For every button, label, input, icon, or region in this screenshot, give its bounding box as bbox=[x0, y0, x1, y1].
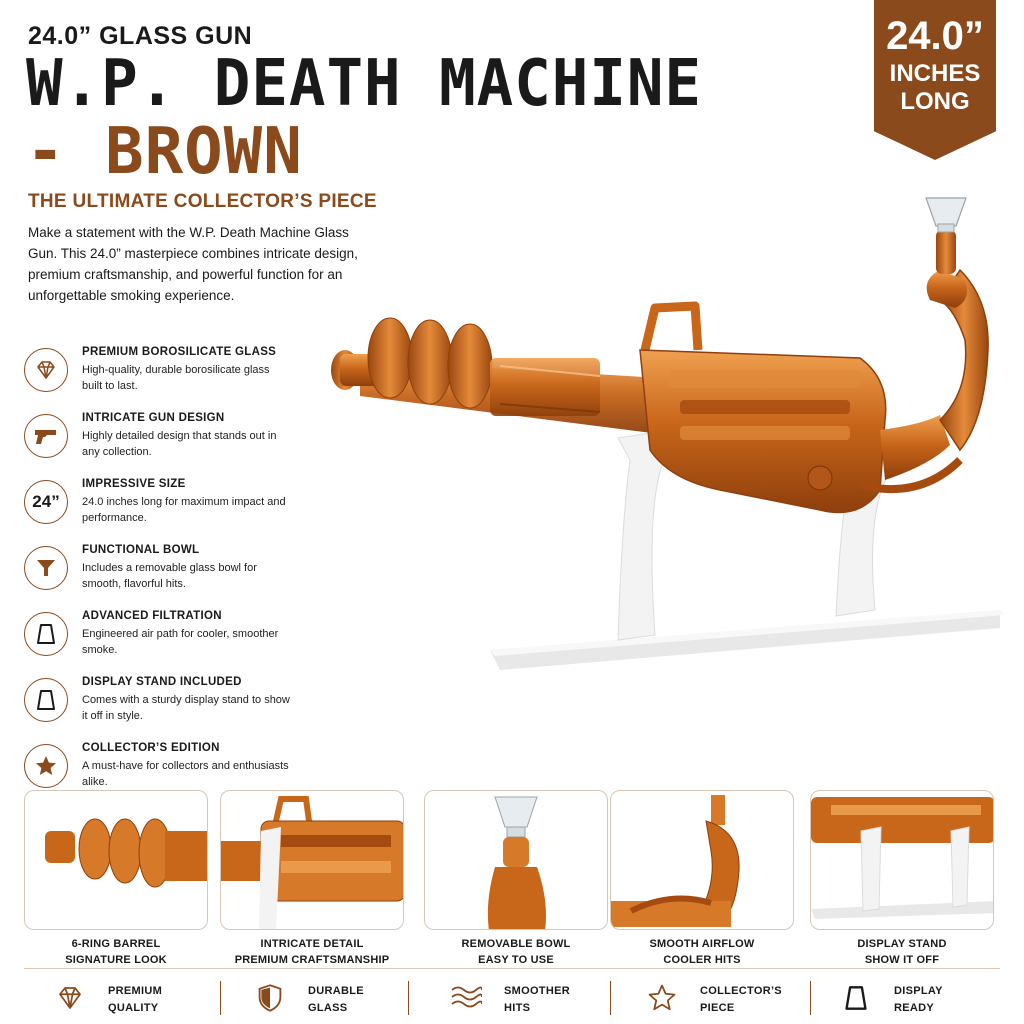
divider bbox=[810, 981, 811, 1015]
stand-icon bbox=[24, 678, 68, 722]
diamond-icon bbox=[24, 348, 68, 392]
thumbnail-caption: 6-RING BARREL bbox=[71, 938, 161, 950]
diamond-icon bbox=[54, 983, 86, 1015]
star-icon bbox=[24, 744, 68, 788]
thumbnail-subcaption: SHOW IT OFF bbox=[864, 954, 940, 966]
feature-title: INTRICATE GUN DESIGN bbox=[82, 412, 225, 424]
feature-title: FUNCTIONAL BOWL bbox=[82, 544, 200, 556]
thumbnail-gallery: 6-RING BARREL SIGNATURE LOOK INTRICATE DE… bbox=[24, 790, 1000, 968]
badge-size: 24.0” bbox=[886, 14, 984, 58]
hero-product-image bbox=[331, 197, 1005, 670]
thumbnail[interactable]: 6-RING BARREL SIGNATURE LOOK bbox=[24, 790, 208, 968]
feature-desc: Includes a removable glass bowl for smoo… bbox=[82, 562, 257, 590]
feature-desc: Highly detailed design that stands out i… bbox=[82, 430, 277, 458]
tagline: THE ULTIMATE COLLECTOR’S PIECE bbox=[28, 191, 377, 212]
thumbnail-image bbox=[220, 790, 404, 930]
stand-pillar bbox=[617, 429, 671, 641]
benefit-line1: DISPLAY bbox=[894, 985, 943, 997]
divider bbox=[220, 981, 221, 1015]
thumbnail-caption: INTRICATE DETAIL bbox=[260, 938, 364, 950]
gun-icon bbox=[24, 414, 68, 458]
benefit-item: DISPLAY READY bbox=[810, 979, 1000, 1019]
benefit-line2: GLASS bbox=[308, 1002, 348, 1014]
size-icon: 24” bbox=[24, 480, 68, 524]
feature-desc: A must-have for collectors and enthusias… bbox=[82, 760, 289, 788]
funnel-icon bbox=[24, 546, 68, 590]
thumbnail-image bbox=[610, 790, 794, 930]
stand-icon bbox=[840, 983, 872, 1015]
feature-title: ADVANCED FILTRATION bbox=[82, 610, 222, 622]
benefit-item: DURABLE GLASS bbox=[224, 979, 414, 1019]
feature-title: COLLECTOR’S EDITION bbox=[82, 742, 220, 754]
benefit-line2: HITS bbox=[504, 1002, 531, 1014]
thumbnail-subcaption: PREMIUM CRAFTSMANSHIP bbox=[234, 954, 390, 966]
feature-item: 24” IMPRESSIVE SIZE 24.0 inches long for… bbox=[24, 476, 324, 542]
shield-icon bbox=[254, 983, 286, 1015]
feature-item: COLLECTOR’S EDITION A must-have for coll… bbox=[24, 740, 324, 806]
benefit-item: PREMIUM QUALITY bbox=[24, 979, 214, 1019]
intro-text: Make a statement with the W.P. Death Mac… bbox=[28, 225, 358, 303]
badge-line2: LONG bbox=[900, 88, 970, 115]
feature-list: PREMIUM BOROSILICATE GLASS High-quality,… bbox=[24, 344, 324, 806]
length-badge: 24.0” INCHES LONG bbox=[874, 0, 996, 160]
thumbnail[interactable]: REMOVABLE BOWL EASY TO USE bbox=[424, 790, 608, 968]
thumbnail-caption: SMOOTH AIRFLOW bbox=[649, 938, 755, 950]
feature-item: INTRICATE GUN DESIGN Highly detailed des… bbox=[24, 410, 324, 476]
feature-title: IMPRESSIVE SIZE bbox=[82, 478, 186, 490]
feature-item: DISPLAY STAND INCLUDED Comes with a stur… bbox=[24, 674, 324, 740]
feature-desc: 24.0 inches long for maximum impact and … bbox=[82, 496, 286, 524]
benefit-line2: QUALITY bbox=[108, 1002, 159, 1014]
divider bbox=[408, 981, 409, 1015]
feature-desc: High-quality, durable borosilicate glass… bbox=[82, 364, 270, 392]
page-title: W.P. DEATH MACHINE bbox=[26, 47, 702, 121]
benefits-strip: PREMIUM QUALITY DURABLE GLASS SMOOTHER HITS… bbox=[24, 968, 1000, 1018]
thumbnail-image bbox=[810, 790, 994, 930]
feature-desc: Engineered air path for cooler, smoother… bbox=[82, 628, 279, 656]
benefit-item: COLLECTOR’S PIECE bbox=[616, 979, 806, 1019]
feature-item: ADVANCED FILTRATION Engineered air path … bbox=[24, 608, 324, 674]
feature-item: PREMIUM BOROSILICATE GLASS High-quality,… bbox=[24, 344, 324, 410]
thumbnail[interactable]: SMOOTH AIRFLOW COOLER HITS bbox=[610, 790, 794, 968]
thumbnail-subcaption: COOLER HITS bbox=[663, 954, 741, 966]
benefit-item: SMOOTHER HITS bbox=[420, 979, 610, 1019]
benefit-line1: PREMIUM bbox=[108, 985, 163, 997]
thumbnail[interactable]: INTRICATE DETAIL PREMIUM CRAFTSMANSHIP bbox=[220, 790, 404, 968]
waves-icon bbox=[450, 983, 483, 1015]
feature-item: FUNCTIONAL BOWL Includes a removable gla… bbox=[24, 542, 324, 608]
thumbnail-image bbox=[24, 790, 208, 930]
filter-icon bbox=[24, 612, 68, 656]
benefit-line2: READY bbox=[894, 1002, 935, 1014]
feature-desc: Comes with a sturdy display stand to sho… bbox=[82, 694, 290, 722]
benefit-line1: DURABLE bbox=[308, 985, 364, 997]
thumbnail-subcaption: EASY TO USE bbox=[478, 954, 554, 966]
badge-line1: INCHES bbox=[889, 60, 981, 87]
star-icon bbox=[646, 983, 678, 1015]
feature-title: DISPLAY STAND INCLUDED bbox=[82, 676, 242, 688]
thumbnail-subcaption: SIGNATURE LOOK bbox=[65, 954, 167, 966]
thumbnail[interactable]: DISPLAY STAND SHOW IT OFF bbox=[810, 790, 994, 968]
page-title-color: - BROWN bbox=[26, 115, 303, 189]
thumbnail-caption: REMOVABLE BOWL bbox=[461, 938, 571, 950]
thumbnail-caption: DISPLAY STAND bbox=[857, 938, 947, 950]
divider bbox=[610, 981, 611, 1015]
thumbnail-image bbox=[424, 790, 608, 930]
feature-title: PREMIUM BOROSILICATE GLASS bbox=[82, 346, 277, 358]
benefit-line1: COLLECTOR’S bbox=[700, 985, 782, 997]
subtitle: 24.0” GLASS GUN bbox=[28, 22, 253, 50]
benefit-line1: SMOOTHER bbox=[504, 985, 570, 997]
benefit-line2: PIECE bbox=[700, 1002, 735, 1014]
